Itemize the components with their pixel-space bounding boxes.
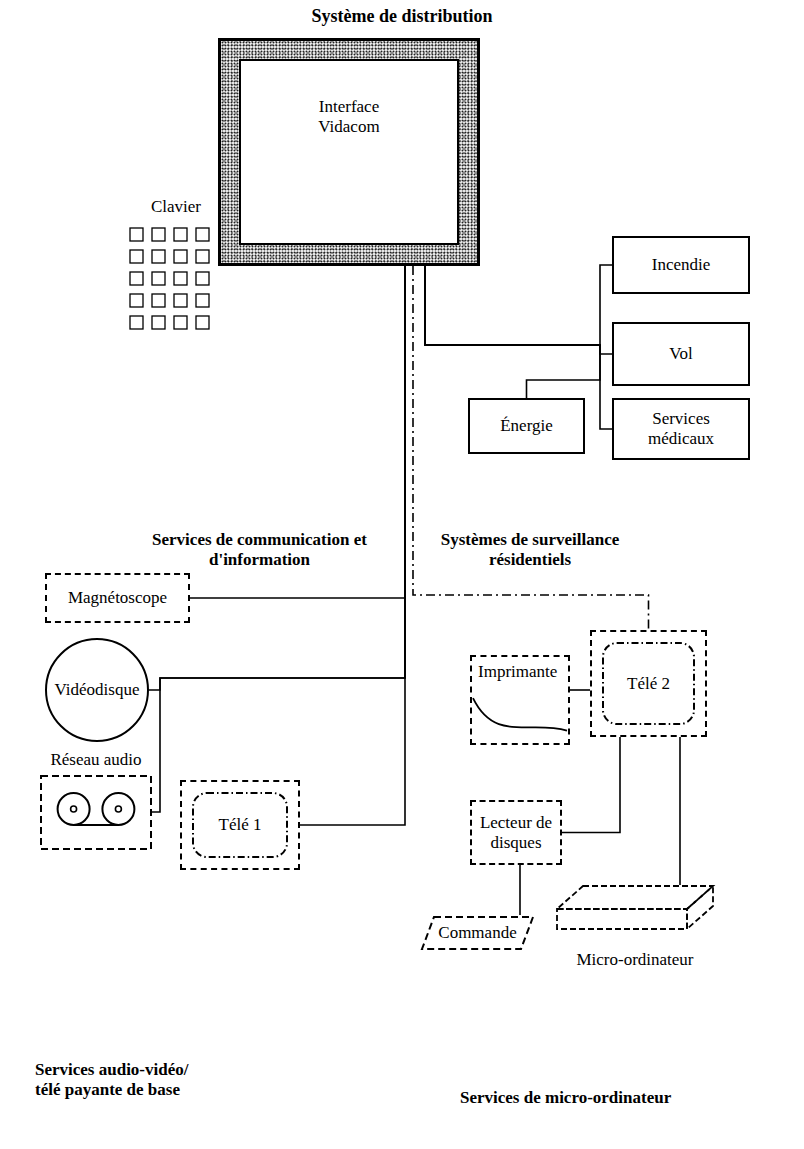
connector-line (425, 266, 600, 398)
audio-box: Réseau audio (40, 750, 152, 850)
node-text: Télé 1 (219, 815, 262, 835)
computer-top (557, 886, 713, 909)
tape-drawing (41, 776, 151, 849)
paper-curve (473, 698, 567, 730)
node-text: Services médicaux (620, 409, 742, 448)
key (174, 228, 187, 241)
tv-drawing (603, 643, 694, 724)
connector-line (679, 737, 681, 885)
node-text: Énergie (500, 416, 553, 436)
connector-line (570, 689, 590, 691)
reel-hub (115, 806, 121, 812)
service-box: Énergie (468, 398, 585, 454)
tv-box: Télé 1 (180, 780, 300, 870)
key (196, 272, 209, 285)
key (130, 316, 143, 329)
tv-screen (193, 793, 287, 857)
node-text: Interface Vidacom (304, 97, 394, 136)
key (174, 294, 187, 307)
key (174, 250, 187, 263)
device-box: Lecteur de disques (470, 800, 562, 865)
computer-shape: Micro-ordinateur (555, 885, 715, 970)
group-label: Services audio-vidéo/ télé payante de ba… (35, 1060, 205, 1101)
service-box: Incendie (612, 236, 750, 294)
node-text: Micro-ordinateur (576, 950, 693, 970)
key (130, 250, 143, 263)
key (152, 272, 165, 285)
keypad-symbol (130, 228, 209, 329)
tv-screen (603, 643, 694, 724)
tv-box: Télé 2 (590, 630, 707, 737)
key (196, 250, 209, 263)
node-text: Réseau audio (50, 750, 141, 770)
connector-line (425, 265, 612, 345)
key (130, 228, 143, 241)
computer-front (557, 909, 687, 929)
interface-box: Interface Vidacom (218, 38, 480, 266)
keypad-label: Clavier (140, 197, 212, 217)
node-text: Vol (669, 344, 692, 364)
tape-reel (102, 793, 134, 825)
node-text: Commande (438, 923, 516, 943)
videodisc-circle: Vidéodisque (45, 638, 149, 742)
tape-band (74, 824, 119, 826)
key (130, 272, 143, 285)
key (174, 316, 187, 329)
tape-reel (58, 793, 90, 825)
connector-line (562, 737, 620, 833)
tv-drawing (193, 793, 287, 857)
para-drawing (422, 917, 533, 949)
service-box: Vol (612, 322, 750, 386)
key (196, 294, 209, 307)
key (130, 294, 143, 307)
service-box: Services médicaux (612, 398, 750, 460)
connector-line (425, 266, 612, 354)
diagram-title: Système de distribution (0, 6, 804, 27)
node-text: Imprimante (478, 662, 557, 682)
reel-hub (71, 806, 77, 812)
group-label: Systèmes de surveillance résidentiels (430, 530, 630, 571)
node-text: Magnétoscope (68, 588, 167, 608)
connector-line (149, 266, 405, 690)
key (196, 316, 209, 329)
box3d-drawing (557, 886, 713, 929)
key (152, 228, 165, 241)
printer-box: Imprimante (470, 655, 570, 745)
connector-line (152, 266, 405, 812)
node-text: Télé 2 (627, 674, 670, 694)
key (152, 250, 165, 263)
key (196, 228, 209, 241)
controller-outline (422, 917, 533, 949)
device-box: Magnétoscope (45, 573, 190, 623)
computer-side (687, 886, 713, 929)
group-label: Services de communication et d'informati… (152, 530, 367, 571)
connector-line (519, 865, 521, 915)
node-text: Incendie (652, 255, 711, 275)
key (152, 316, 165, 329)
printer-drawing (473, 698, 567, 730)
audio-box-border (41, 776, 151, 849)
controller-shape: Commande (420, 915, 535, 951)
interface-inner-panel: Interface Vidacom (239, 59, 459, 245)
group-label: Services de micro-ordinateur (460, 1088, 760, 1108)
node-text: Lecteur de disques (478, 813, 554, 852)
key (152, 294, 165, 307)
node-text: Vidéodisque (55, 680, 140, 700)
key (174, 272, 187, 285)
